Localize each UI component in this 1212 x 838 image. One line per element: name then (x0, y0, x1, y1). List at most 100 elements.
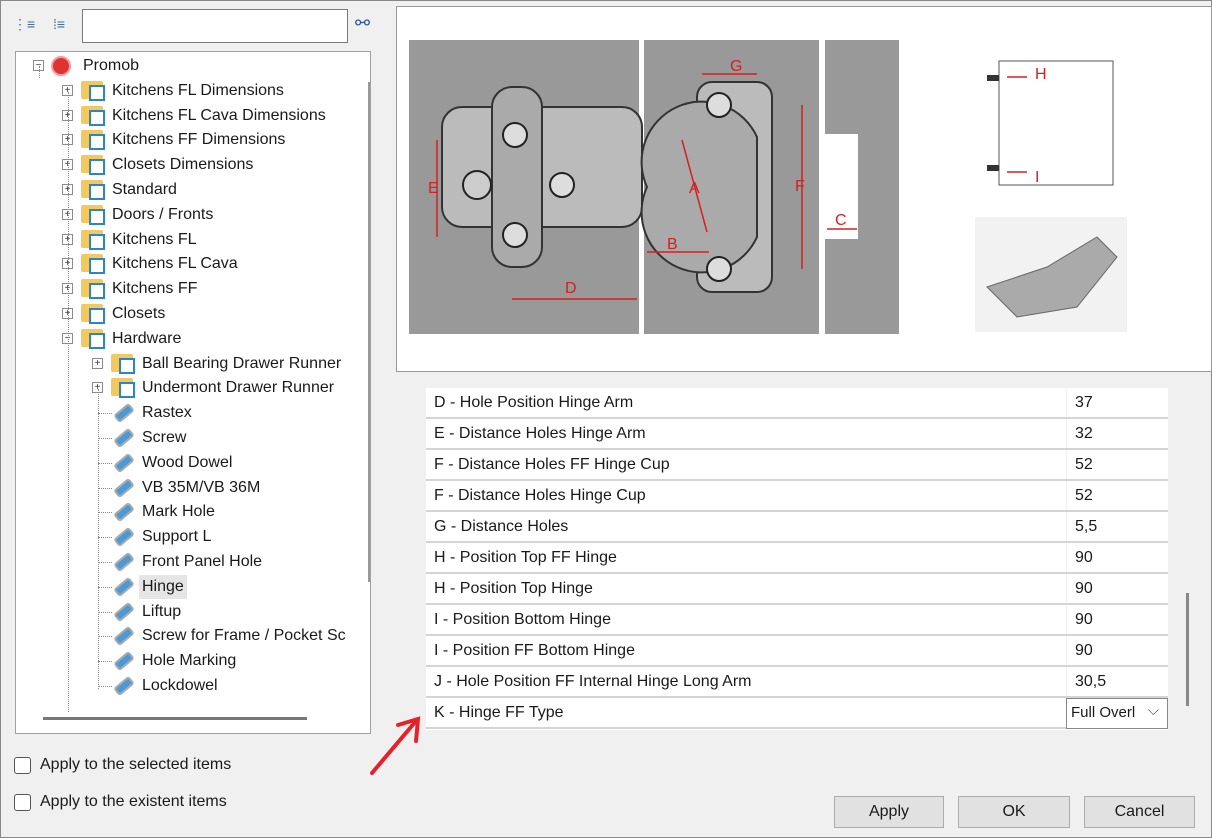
expand-icon[interactable]: + (62, 134, 73, 146)
expand-icon[interactable]: + (62, 109, 73, 121)
tree-node-folder[interactable]: Ball Bearing Drawer Runner (142, 354, 342, 372)
cancel-button[interactable]: Cancel (1084, 796, 1195, 828)
tree-vertical-scrollbar[interactable] (368, 82, 370, 582)
tree-view[interactable]: − Promob + Kitchens FL Dimensions + Kitchens … (15, 51, 371, 734)
tree-node-folder[interactable]: Kitchens FL Cava Dimensions (112, 106, 326, 124)
property-value[interactable]: 52 (1066, 481, 1168, 510)
tag-icon (113, 427, 135, 449)
tree-node-folder[interactable]: Standard (112, 181, 177, 198)
property-value[interactable]: 90 (1066, 636, 1168, 665)
tree-node-item[interactable]: Hole Marking (142, 652, 237, 670)
tree-node-item[interactable]: Support L (142, 528, 212, 546)
tree-horizontal-scrollbar[interactable] (43, 717, 307, 720)
tree-node-folder[interactable]: Hardware (112, 329, 182, 347)
tree-node-item[interactable]: Mark Hole (142, 503, 215, 521)
tree-node-folder[interactable]: Undermont Drawer Runner (142, 379, 335, 397)
tree-node-item[interactable]: Liftup (142, 602, 182, 620)
expand-icon[interactable]: + (62, 233, 73, 245)
hinge-preview: E D A B C F G H I (396, 6, 1212, 372)
search-input[interactable] (82, 9, 348, 43)
dim-label-c: C (835, 212, 847, 229)
expand-icon[interactable]: + (62, 184, 73, 195)
tree-node-folder[interactable]: Kitchens FL Cava (112, 255, 238, 273)
binoculars-icon[interactable]: ⚯ (355, 13, 371, 33)
tree-node-folder[interactable]: Closets (112, 305, 166, 322)
property-label: D - Hole Position Hinge Arm (434, 394, 634, 411)
ok-button[interactable]: OK (958, 796, 1070, 828)
dim-label-b: B (667, 236, 678, 253)
tree-node-item[interactable]: Hinge (139, 574, 187, 599)
tree-node-item[interactable]: Front Panel Hole (142, 553, 263, 570)
tree-node-folder[interactable]: Kitchens FL (112, 230, 197, 248)
tag-icon (113, 626, 135, 647)
property-value[interactable]: 5,5 (1066, 512, 1168, 541)
property-value[interactable]: 32 (1066, 419, 1168, 448)
property-row[interactable]: F - Distance Holes Hinge Cup 52 (426, 481, 1168, 512)
tree-node-folder[interactable]: Closets Dimensions (112, 156, 254, 174)
tree-node-item[interactable]: Lockdowel (142, 677, 218, 694)
tag-icon (113, 650, 135, 672)
expand-icon[interactable]: + (62, 283, 73, 295)
property-row[interactable]: D - Hole Position Hinge Arm 37 (426, 388, 1168, 419)
tree-expand-icon[interactable]: ⁞≡ (53, 16, 66, 32)
property-value[interactable]: 90 (1066, 574, 1168, 603)
tree-node-item[interactable]: Screw (142, 429, 187, 446)
property-row[interactable]: J - Hole Position FF Internal Hinge Long… (426, 667, 1168, 698)
expand-icon[interactable]: + (62, 258, 73, 270)
folder-icon (81, 229, 105, 250)
tree-collapse-icon[interactable]: ⋮≡ (13, 16, 36, 32)
tree-node-item[interactable]: VB 35M/VB 36M (142, 478, 261, 496)
tree-node-folder[interactable]: Kitchens FL Dimensions (112, 81, 284, 99)
property-label: F - Distance Holes FF Hinge Cup (434, 456, 670, 473)
tree-node-root[interactable]: Promob (83, 57, 140, 74)
hinge-type-select[interactable]: Full Overl⌵ (1066, 698, 1168, 729)
collapse-icon[interactable]: − (33, 60, 44, 71)
hinge-photo (975, 217, 1127, 332)
tree-node-item[interactable]: Screw for Frame / Pocket Sc (142, 627, 346, 645)
folder-icon (81, 105, 105, 126)
property-value[interactable]: 90 (1066, 543, 1168, 572)
dim-label-h: H (1035, 66, 1047, 83)
apply-existent-checkbox[interactable] (14, 794, 31, 811)
tree-node-folder[interactable]: Doors / Fronts (112, 205, 214, 223)
tree-node-item[interactable]: Wood Dowel (142, 453, 233, 471)
property-value[interactable]: 37 (1066, 388, 1168, 417)
folder-icon (81, 328, 105, 349)
expand-icon[interactable]: + (62, 308, 73, 319)
property-value[interactable]: 90 (1066, 605, 1168, 634)
property-label: F - Distance Holes Hinge Cup (434, 487, 646, 504)
tree-node-item[interactable]: Rastex (142, 404, 192, 422)
expand-icon[interactable]: + (92, 357, 103, 369)
apply-selected-checkbox[interactable] (14, 757, 31, 774)
folder-icon (81, 80, 105, 101)
grid-scrollbar[interactable] (1186, 593, 1189, 706)
promob-logo-icon (51, 56, 71, 76)
expand-icon[interactable]: + (62, 159, 73, 171)
property-value[interactable]: 30,5 (1066, 667, 1168, 696)
apply-button[interactable]: Apply (834, 796, 944, 828)
expand-icon[interactable]: + (62, 208, 73, 220)
red-arrow-annotation (370, 716, 421, 775)
property-value[interactable]: 52 (1066, 450, 1168, 479)
apply-selected-label: Apply to the selected items (40, 756, 232, 773)
property-row[interactable]: F - Distance Holes FF Hinge Cup 52 (426, 450, 1168, 481)
tree-node-folder[interactable]: Kitchens FF (112, 280, 198, 298)
property-label: H - Position Top Hinge (434, 580, 593, 597)
expand-icon[interactable]: + (92, 382, 103, 394)
property-row[interactable]: H - Position Top Hinge 90 (426, 574, 1168, 605)
expand-icon[interactable]: + (62, 84, 73, 96)
folder-icon (81, 279, 105, 300)
folder-icon (81, 254, 105, 275)
tree-node-folder[interactable]: Kitchens FF Dimensions (112, 131, 286, 149)
tag-icon (113, 477, 135, 498)
dim-label-i: I (1035, 169, 1039, 186)
tag-icon (113, 502, 135, 523)
tag-icon (113, 452, 135, 474)
collapse-icon[interactable]: − (62, 332, 73, 344)
